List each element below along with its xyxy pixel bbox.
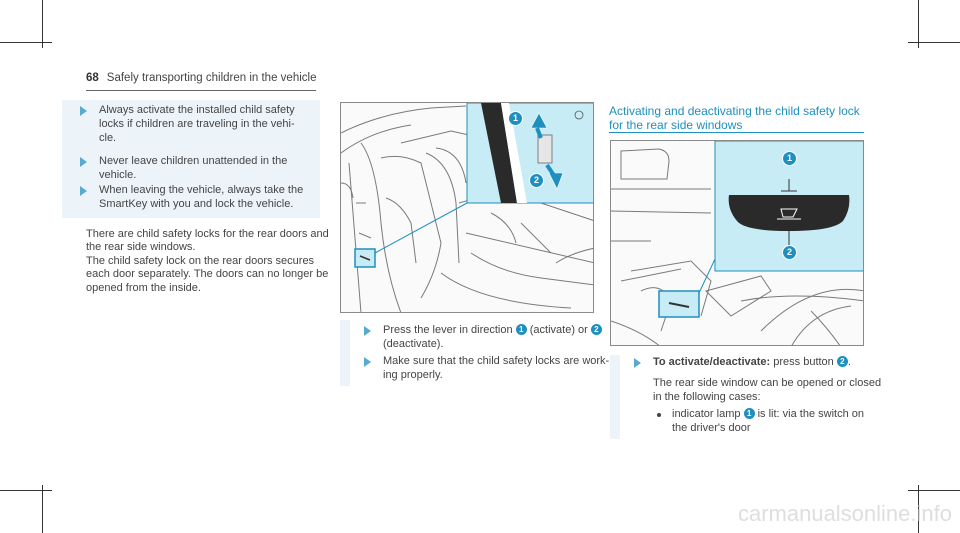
activate-box: [610, 355, 620, 439]
section-title: Activating and deactivating the child sa…: [609, 104, 860, 132]
rear-window-child-lock-figure: 1 2: [610, 140, 864, 346]
crop-mark: [42, 485, 43, 533]
callout-2: 2: [529, 173, 544, 188]
bullet-item: Never leave children unattended in the v…: [99, 155, 288, 181]
crop-mark: [908, 42, 960, 43]
step-label: To activate/deactivate:: [653, 356, 771, 368]
bullet-triangle-icon: [634, 358, 641, 368]
callout-1: 1: [782, 151, 797, 166]
rear-door-illustration: [341, 103, 593, 312]
section-rule: [609, 132, 864, 133]
crop-mark: [0, 42, 52, 43]
sub-bullet-item: indicator lamp 1 is lit: via the switch …: [672, 408, 864, 434]
rear-door-child-lock-figure: 1 2: [340, 102, 594, 313]
bullet-triangle-icon: [80, 106, 87, 116]
sub-bullet-dot: [657, 413, 661, 417]
crop-mark: [42, 0, 43, 48]
crop-mark: [918, 0, 919, 48]
step-item: To activate/deactivate: press button 2.: [653, 356, 851, 368]
header-rule: [86, 90, 316, 91]
page-header: 68 Safely transporting children in the ve…: [86, 72, 316, 84]
inline-callout-2: 2: [590, 324, 602, 335]
watermark: carmanualsonline.info: [737, 501, 952, 526]
driver-door-illustration: [611, 141, 863, 345]
crop-mark: [908, 490, 960, 491]
step-bullets-box: [340, 320, 350, 386]
page-header-title: Safely transporting children in the vehi…: [106, 72, 317, 84]
page-number: 68: [86, 72, 99, 84]
callout-2: 2: [782, 245, 797, 260]
step-item: Make sure that the child safety locks ar…: [383, 355, 610, 381]
step-item: Press the lever in direction 1 (activate…: [383, 323, 602, 351]
bullet-item: Always activate the installed child safe…: [99, 104, 295, 144]
bullet-triangle-icon: [80, 157, 87, 167]
bullet-triangle-icon: [80, 186, 87, 196]
crop-mark: [918, 485, 919, 533]
bullet-triangle-icon: [364, 357, 371, 367]
inline-callout-1: 1: [743, 408, 755, 419]
bullet-triangle-icon: [364, 326, 371, 336]
inline-callout-1: 1: [515, 324, 527, 335]
crop-mark: [0, 490, 52, 491]
bullet-item: When leaving the vehicle, always take th…: [99, 184, 304, 210]
step-paragraph: The rear side window can be opened or cl…: [653, 377, 882, 403]
inline-callout-2: 2: [836, 356, 848, 367]
callout-1: 1: [508, 111, 523, 126]
warning-bullets-box: [62, 100, 320, 218]
body-paragraph: There are child safety locks for the rea…: [86, 228, 329, 294]
